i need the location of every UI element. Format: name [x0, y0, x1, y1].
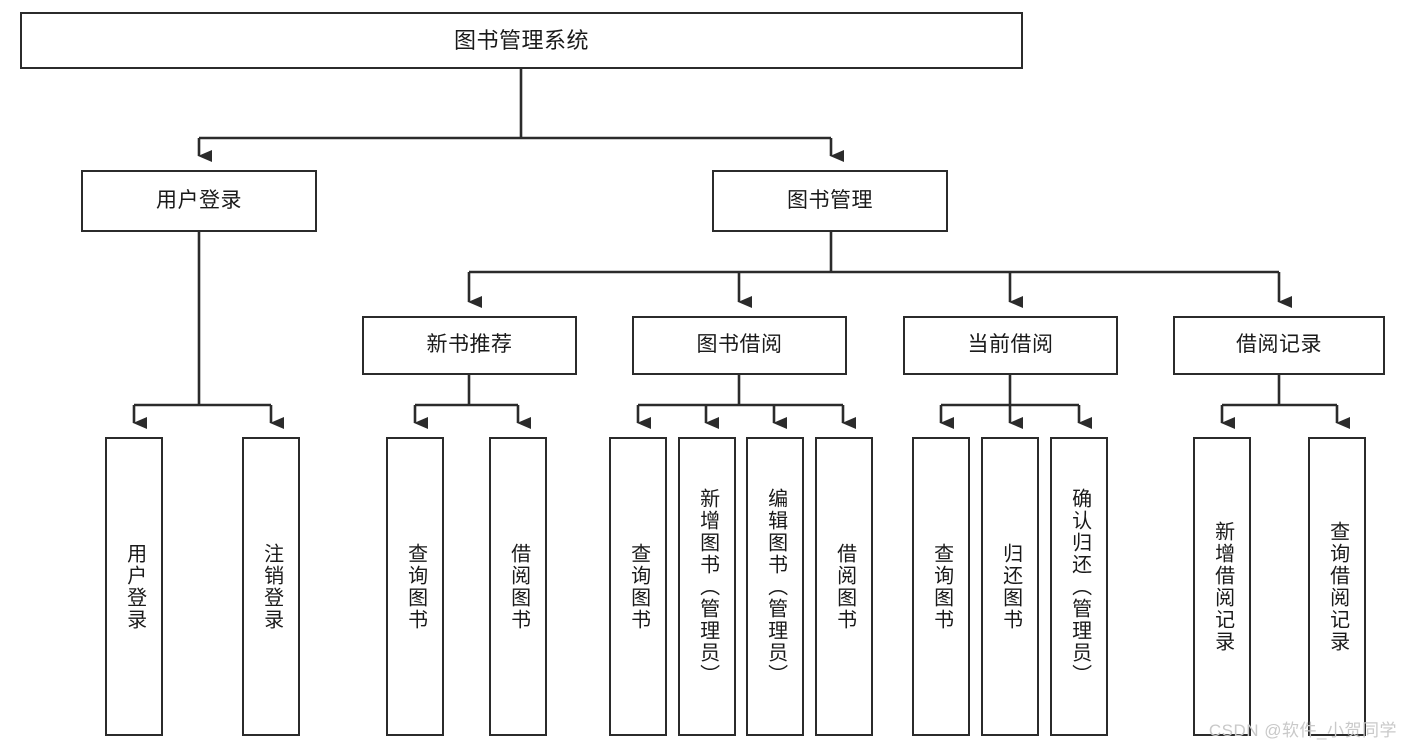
node-book-borrow[interactable]: 图书借阅	[632, 316, 847, 375]
node-leaf-borrow-book[interactable]: 借阅图书	[815, 437, 873, 736]
node-label: 确认归还（管理员）	[1068, 487, 1091, 686]
node-label: 当前借阅	[967, 333, 1054, 357]
node-label: 图书借阅	[696, 333, 783, 357]
node-leaf-query-book-recommend[interactable]: 查询图书	[386, 437, 444, 736]
node-borrow-record[interactable]: 借阅记录	[1173, 316, 1385, 375]
node-label: 查询图书	[930, 542, 953, 631]
node-leaf-user-login[interactable]: 用户登录	[105, 437, 163, 736]
node-leaf-query-book-current[interactable]: 查询图书	[912, 437, 970, 736]
node-label: 查询借阅记录	[1326, 520, 1349, 653]
node-root-system[interactable]: 图书管理系统	[20, 12, 1023, 69]
node-label: 借阅图书	[833, 542, 856, 631]
node-label: 归还图书	[999, 542, 1022, 631]
node-label: 查询图书	[404, 542, 427, 631]
node-leaf-edit-book-admin[interactable]: 编辑图书（管理员）	[746, 437, 804, 736]
node-label: 新增借阅记录	[1211, 520, 1234, 653]
node-leaf-logout[interactable]: 注销登录	[242, 437, 300, 736]
node-leaf-return-book[interactable]: 归还图书	[981, 437, 1039, 736]
node-current-borrow[interactable]: 当前借阅	[903, 316, 1118, 375]
node-label: 注销登录	[260, 542, 283, 631]
node-label: 新增图书（管理员）	[696, 487, 719, 686]
node-label: 图书管理	[787, 188, 873, 212]
csdn-watermark: CSDN @软件_小贺同学	[1208, 721, 1397, 740]
node-book-management[interactable]: 图书管理	[712, 170, 948, 232]
node-label: 图书管理系统	[453, 27, 589, 53]
node-label: 新书推荐	[426, 333, 513, 357]
node-leaf-add-book-admin[interactable]: 新增图书（管理员）	[678, 437, 736, 736]
node-leaf-query-book-borrow[interactable]: 查询图书	[609, 437, 667, 736]
node-label: 借阅图书	[507, 542, 530, 631]
node-new-book-recommend[interactable]: 新书推荐	[362, 316, 577, 375]
node-label: 借阅记录	[1236, 333, 1322, 357]
node-leaf-query-borrow-record[interactable]: 查询借阅记录	[1308, 437, 1366, 736]
node-label: 查询图书	[627, 542, 650, 631]
node-label: 用户登录	[123, 542, 146, 631]
node-label: 用户登录	[156, 188, 242, 212]
node-label: 编辑图书（管理员）	[764, 487, 787, 686]
node-leaf-borrow-book-recommend[interactable]: 借阅图书	[489, 437, 547, 736]
node-user-login[interactable]: 用户登录	[81, 170, 317, 232]
node-leaf-add-borrow-record[interactable]: 新增借阅记录	[1193, 437, 1251, 736]
node-leaf-confirm-return-admin[interactable]: 确认归还（管理员）	[1050, 437, 1108, 736]
